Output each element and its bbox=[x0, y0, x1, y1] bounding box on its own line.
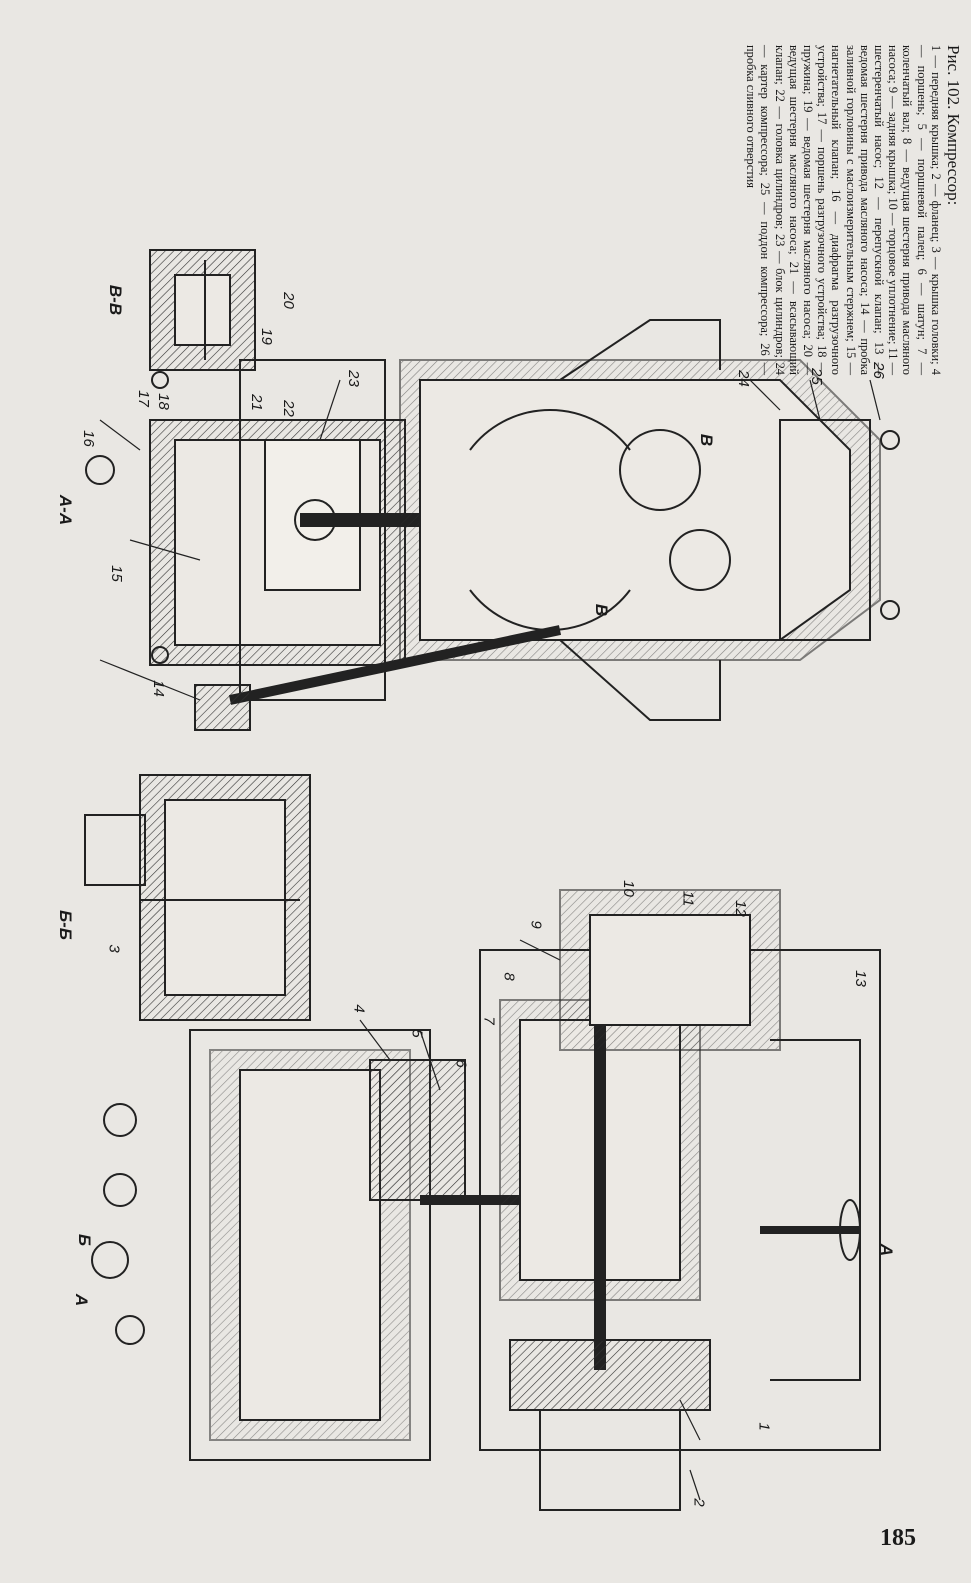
section-bb-view bbox=[84, 774, 311, 1021]
callout-14: 14 bbox=[149, 680, 167, 697]
callout-23: 23 bbox=[344, 370, 362, 387]
section-mark-v-lower: В bbox=[592, 603, 612, 617]
figure-caption: Рис. 102. Компрессор: 1 — передняя крышк… bbox=[744, 45, 963, 375]
callout-20: 20 bbox=[279, 292, 297, 309]
callout-19: 19 bbox=[257, 328, 275, 345]
callout-21: 21 bbox=[247, 394, 265, 411]
section-vv-view bbox=[149, 249, 256, 371]
callout-4: 4 bbox=[350, 1004, 368, 1013]
callout-8: 8 bbox=[500, 972, 518, 981]
callout-22: 22 bbox=[279, 400, 297, 417]
section-mark-v: В bbox=[697, 433, 717, 447]
callout-13: 13 bbox=[851, 970, 869, 987]
page-number: 185 bbox=[880, 1525, 916, 1551]
callout-18: 18 bbox=[154, 393, 172, 410]
callout-1: 1 bbox=[755, 1422, 773, 1431]
callout-11: 11 bbox=[679, 890, 697, 907]
section-label-vv: В-В bbox=[106, 284, 126, 316]
section-mark-a-lower: А bbox=[877, 1243, 897, 1257]
callout-10: 10 bbox=[619, 880, 637, 897]
section-aa-view bbox=[85, 319, 900, 731]
callout-3: 3 bbox=[105, 944, 123, 953]
callout-15: 15 bbox=[107, 565, 125, 582]
section-mark-a: А bbox=[72, 1293, 92, 1307]
callout-16: 16 bbox=[79, 430, 97, 447]
callout-2: 2 bbox=[690, 1498, 708, 1507]
longitudinal-view bbox=[91, 889, 881, 1511]
callout-5: 5 bbox=[408, 1029, 426, 1038]
callout-9: 9 bbox=[527, 920, 545, 929]
figure-caption-area: Рис. 102. Компрессор: 1 — передняя крышк… bbox=[690, 45, 963, 375]
callout-12: 12 bbox=[731, 900, 749, 917]
section-mark-b: Б bbox=[75, 1233, 95, 1247]
figure-title: Рис. 102. Компрессор: bbox=[944, 45, 963, 206]
callout-6: 6 bbox=[452, 1059, 470, 1068]
section-label-aa: А-А bbox=[56, 494, 76, 526]
section-label-bb: Б-Б bbox=[55, 910, 75, 940]
callout-7: 7 bbox=[480, 1016, 498, 1025]
figure-legend: 1 — передняя крышка; 2 — фланец; 3 — кры… bbox=[744, 45, 943, 375]
callout-17: 17 bbox=[134, 390, 152, 407]
